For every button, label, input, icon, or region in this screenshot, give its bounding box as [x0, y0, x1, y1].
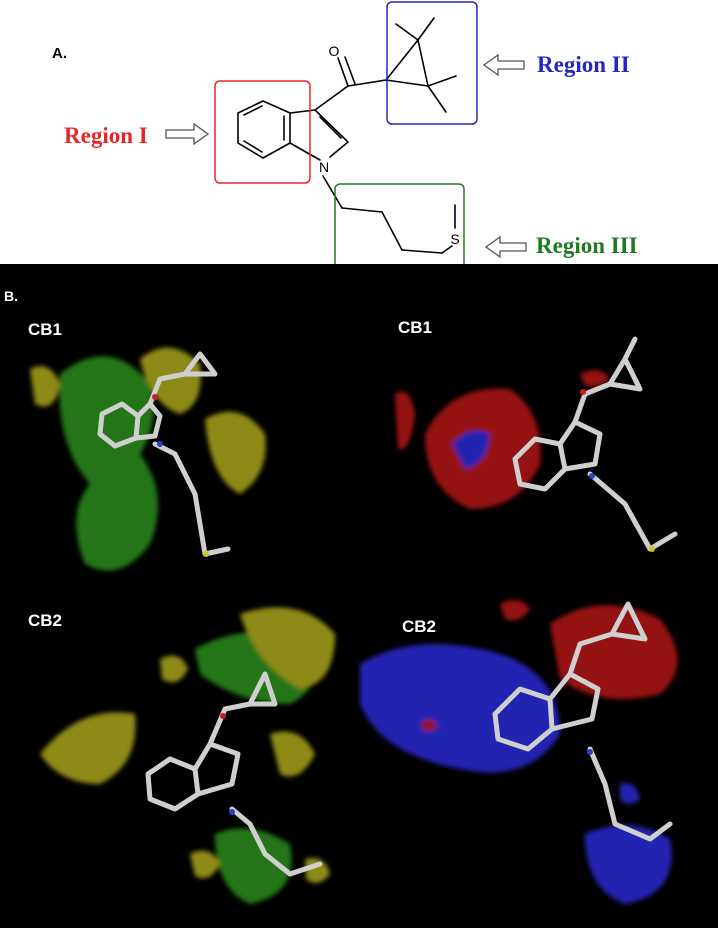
yellow-contour [160, 655, 188, 683]
receptor-label: CB2 [28, 611, 63, 630]
red-contour [580, 370, 610, 387]
nitrogen-atom-label: N [319, 159, 329, 175]
blue-contour [620, 783, 640, 804]
yellow-contour [205, 411, 266, 494]
molecule-2d-diagram: O N S [165, 1, 527, 264]
receptor-label: CB2 [402, 617, 437, 636]
panel-a-structure: A. [0, 0, 718, 264]
red-contour [550, 605, 678, 699]
panel-a-label: A. [52, 45, 67, 62]
blue-contour [360, 644, 560, 773]
benzene-double-bond [243, 140, 263, 153]
green-contour [215, 828, 292, 904]
panel-b-label: B. [4, 288, 18, 304]
cb2-steric-view [40, 607, 335, 904]
region-2-label: Region II [537, 52, 630, 77]
region-3-box [334, 183, 465, 264]
yellow-contour [40, 712, 136, 784]
cyclopropane-ring [385, 39, 429, 87]
yellow-contour [190, 850, 220, 879]
butyl-chain-bond [401, 249, 443, 254]
yellow-contour [305, 858, 330, 883]
region-2-box [386, 1, 478, 125]
blue-contour [452, 430, 490, 469]
blue-contour [585, 825, 672, 904]
heteroatom-highlights [152, 389, 655, 815]
methyl-bond [427, 85, 447, 113]
panel-b-contour-maps: B. CB1 CB1 CB2 CB2 [0, 264, 718, 928]
receptor-label: CB1 [28, 320, 63, 339]
cb2-steric-ligand [145, 671, 323, 877]
yellow-contour [30, 366, 60, 407]
cb2-electrostatic-view [360, 600, 678, 904]
pyrrole-bond [329, 141, 349, 158]
pyrrole-bond [314, 109, 349, 143]
cb2-electrostatic-ligand [492, 601, 673, 842]
benzene-ring [237, 100, 291, 159]
receptor-label: CB1 [398, 318, 433, 337]
methyl-bond [427, 75, 457, 87]
c3-carbonyl-bond [314, 85, 349, 111]
methyl-bond [417, 17, 435, 41]
oxygen-atom-label: O [329, 43, 340, 59]
sulfur-atom-label: S [450, 231, 459, 247]
butyl-chain-bond [441, 245, 453, 254]
butyl-chain-bond [341, 207, 383, 213]
region-2-arrow-icon [482, 53, 525, 77]
carbonyl-double-bond [344, 56, 356, 85]
cb1-steric-view [30, 347, 266, 571]
red-contour [422, 719, 438, 731]
yellow-contour [140, 347, 201, 414]
region-1-box [214, 80, 311, 184]
contour-maps-image [30, 336, 678, 904]
red-contour [500, 600, 530, 621]
region-1-label: Region I [64, 123, 148, 148]
benzene-double-bond [243, 105, 263, 116]
pyrrole-double-bond [319, 116, 342, 139]
region-3-arrow-icon [484, 235, 527, 259]
region-1-arrow-icon [165, 122, 210, 146]
carbonyl-cyclopropyl-bond [347, 79, 387, 87]
yellow-contour [240, 607, 335, 689]
methyl-bond [395, 23, 419, 41]
yellow-contour [270, 731, 315, 777]
red-contour [395, 391, 415, 450]
green-contour [59, 356, 158, 571]
carbonyl-double-bond [337, 57, 349, 87]
pyrrole-bond [289, 142, 321, 161]
pyrrole-bond [289, 109, 316, 114]
butyl-chain-bond [381, 211, 403, 251]
region-3-label: Region III [536, 233, 638, 258]
butyl-chain-bond [322, 175, 343, 209]
cb1-electrostatic-view [395, 370, 610, 509]
